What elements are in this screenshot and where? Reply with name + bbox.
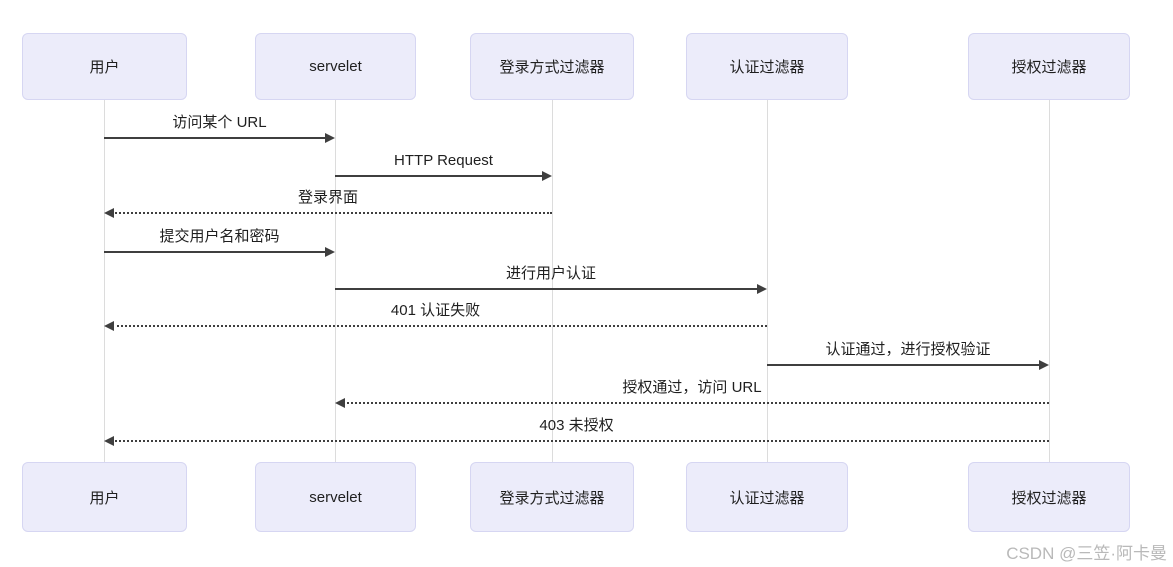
message-line-4 [104, 251, 327, 253]
message-label-5: 进行用户认证 [505, 265, 596, 282]
actor-user-top-label: 用户 [89, 59, 120, 76]
message-line-7 [767, 364, 1041, 366]
arrowhead-right-icon [325, 247, 335, 257]
lifeline-auth-filter [767, 100, 768, 462]
actor-auth-filter-top-label: 认证过滤器 [729, 59, 805, 76]
actor-login-filter-top: 登录方式过滤器 [470, 33, 634, 100]
arrowhead-left-icon [104, 436, 114, 446]
message-line-9 [112, 440, 1049, 442]
arrowhead-right-icon [542, 171, 552, 181]
message-label-6: 401 认证失败 [390, 302, 481, 319]
arrowhead-right-icon [325, 133, 335, 143]
actor-authz-filter-bottom: 授权过滤器 [968, 462, 1130, 532]
actor-auth-filter-bottom-label: 认证过滤器 [729, 489, 805, 507]
message-label-7: 认证通过，进行授权验证 [825, 341, 991, 358]
message-label-8: 授权通过，访问 URL [622, 379, 762, 396]
message-label-4: 提交用户名和密码 [159, 228, 280, 245]
lifeline-authz-filter [1049, 100, 1050, 462]
message-label-3: 登录界面 [297, 189, 358, 206]
actor-servelet-top-label: servelet [309, 58, 362, 75]
message-line-3 [112, 212, 552, 214]
lifeline-login-filter [552, 100, 553, 462]
message-line-6 [112, 325, 767, 327]
actor-auth-filter-top: 认证过滤器 [686, 33, 848, 100]
message-line-1 [104, 137, 327, 139]
csdn-watermark: CSDN @三笠·阿卡曼 [1006, 544, 1167, 563]
actor-auth-filter-bottom: 认证过滤器 [686, 462, 848, 532]
message-label-2: HTTP Request [394, 152, 493, 169]
actor-servelet-top: servelet [255, 33, 416, 100]
lifeline-user [104, 100, 105, 462]
actor-login-filter-bottom: 登录方式过滤器 [470, 462, 634, 532]
actor-authz-filter-top: 授权过滤器 [968, 33, 1130, 100]
arrowhead-left-icon [104, 321, 114, 331]
arrowhead-right-icon [1039, 360, 1049, 370]
message-line-2 [335, 175, 544, 177]
arrowhead-left-icon [335, 398, 345, 408]
arrowhead-right-icon [757, 284, 767, 294]
actor-login-filter-top-label: 登录方式过滤器 [499, 59, 605, 76]
actor-servelet-bottom: servelet [255, 462, 416, 532]
arrowhead-left-icon [104, 208, 114, 218]
actor-user-bottom: 用户 [22, 462, 187, 532]
message-line-8 [343, 402, 1049, 404]
message-label-9: 403 未授权 [539, 417, 614, 434]
actor-login-filter-bottom-label: 登录方式过滤器 [499, 489, 605, 507]
actor-user-bottom-label: 用户 [89, 489, 120, 507]
actor-authz-filter-top-label: 授权过滤器 [1011, 59, 1087, 76]
actor-user-top: 用户 [22, 33, 187, 100]
message-label-1: 访问某个 URL [172, 114, 267, 131]
message-line-5 [335, 288, 759, 290]
actor-authz-filter-bottom-label: 授权过滤器 [1011, 489, 1087, 507]
actor-servelet-bottom-label: servelet [309, 488, 362, 506]
lifeline-servelet [335, 100, 336, 462]
